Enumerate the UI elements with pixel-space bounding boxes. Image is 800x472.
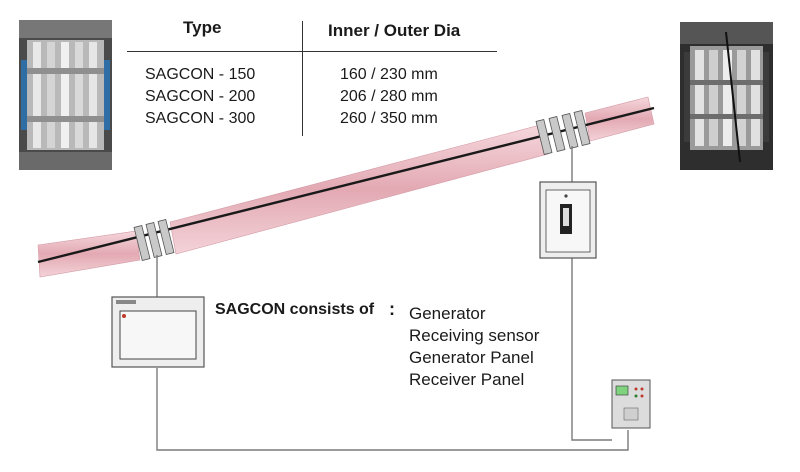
generator-ring	[133, 219, 175, 261]
component-item: Generator	[409, 304, 486, 323]
dia-cell: 160 / 230 mm	[340, 66, 438, 83]
component-item: Receiving sensor	[409, 326, 540, 345]
table-header-rule	[127, 51, 497, 52]
receiver-panel	[539, 181, 597, 259]
type-header: Type	[183, 18, 222, 37]
component-item: Receiver Panel	[409, 370, 525, 389]
dia-header: Inner / Outer Dia	[328, 21, 461, 40]
components-colon: :	[389, 299, 395, 319]
generator-ring-photo	[19, 20, 112, 170]
sensor-ring-photo	[680, 22, 773, 170]
dia-cell: 206 / 280 mm	[340, 88, 438, 105]
component-item: Generator Panel	[409, 348, 534, 367]
type-cell: SAGCON - 200	[145, 88, 256, 105]
signal-wires	[156, 146, 629, 451]
sensor-ring	[535, 110, 591, 155]
table-column-rule	[302, 21, 303, 136]
dia-cell: 260 / 350 mm	[340, 110, 438, 127]
generator-panel	[111, 296, 205, 368]
type-cell: SAGCON - 300	[145, 110, 256, 127]
type-cell: SAGCON - 150	[145, 66, 256, 83]
control-box	[611, 379, 651, 429]
components-label: SAGCON consists of	[215, 301, 375, 318]
